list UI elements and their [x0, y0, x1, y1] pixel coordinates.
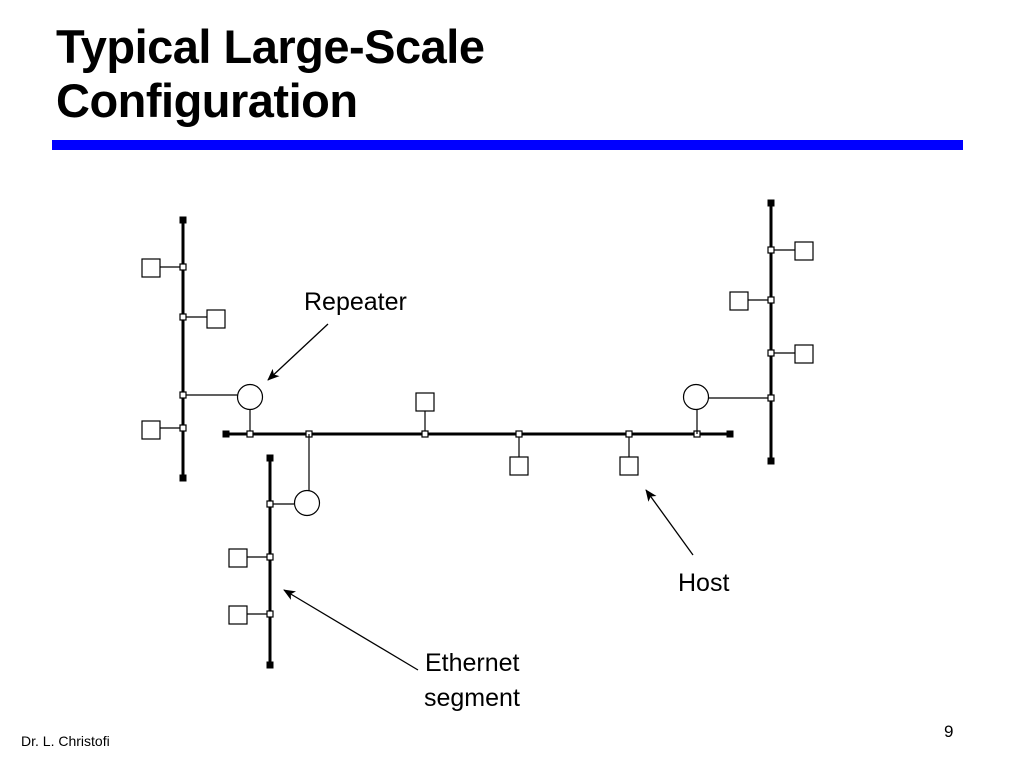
repeater-label: Repeater — [304, 288, 407, 316]
host-left-1 — [141, 258, 187, 278]
slide-title-line-2: Configuration — [56, 74, 358, 127]
repeater-right — [682, 383, 771, 434]
host-bottom-1 — [228, 548, 274, 568]
footer-author: Dr. L. Christofi — [21, 733, 110, 749]
host-backbone-top — [415, 392, 435, 434]
ethernet-segment-backbone — [222, 392, 734, 476]
host-bottom-2 — [228, 605, 274, 625]
host-label: Host — [678, 569, 729, 597]
ethernet-segment-left — [141, 216, 226, 482]
title-underline-bar — [52, 140, 963, 150]
repeater-left — [179, 383, 264, 434]
slide-title-line-1: Typical Large-Scale — [56, 20, 485, 73]
ethernet-segment-bottom — [228, 454, 274, 669]
host-left-3 — [141, 420, 187, 440]
repeater-callout-arrow — [267, 323, 329, 381]
host-left-2 — [179, 309, 226, 329]
ethernet-segment-right — [729, 199, 814, 465]
page-number: 9 — [944, 722, 954, 741]
slide-title: Typical Large-Scale Configuration — [56, 20, 485, 128]
host-right-1 — [767, 241, 814, 261]
host-backbone-bottom-2 — [619, 434, 639, 476]
repeater-bottom — [270, 434, 321, 517]
host-callout-arrow — [645, 489, 694, 556]
host-right-2 — [729, 291, 775, 311]
host-right-3 — [767, 344, 814, 364]
ethernet-segment-label-line-1: Ethernet — [425, 649, 520, 677]
ethernet-segment-label-line-2: segment — [424, 684, 520, 712]
host-backbone-bottom-1 — [509, 434, 529, 476]
ethernet-segment-callout-arrow — [283, 589, 419, 671]
